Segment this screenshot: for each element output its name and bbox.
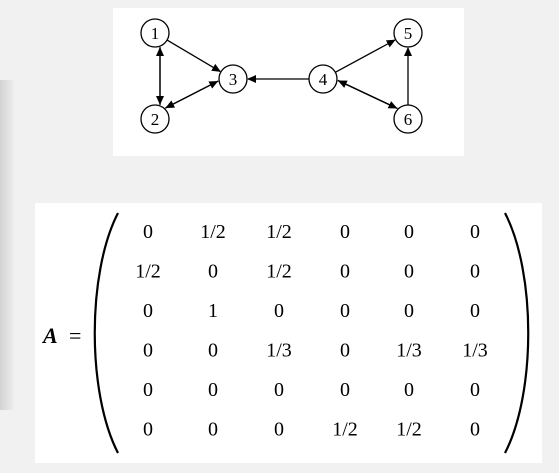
matrix-cell-r6-c2: 0	[208, 419, 218, 441]
matrix-cell-r2-c6: 0	[470, 261, 480, 283]
node-4: 4	[308, 64, 338, 94]
matrix-cell-r6-c6: 0	[470, 419, 480, 441]
node-circle	[140, 104, 170, 134]
node-label: 2	[151, 110, 160, 129]
matrix-cell-r6-c1: 0	[143, 419, 153, 441]
matrix-cell-r1-c3: 1/2	[266, 221, 292, 243]
matrix-cell-r4-c6: 1/3	[462, 340, 488, 362]
matrix-cell-r2-c4: 0	[340, 261, 350, 283]
matrix-cell-r6-c4: 1/2	[332, 419, 358, 441]
node-label: 1	[151, 24, 160, 43]
matrix-cell-r4-c5: 1/3	[396, 340, 422, 362]
node-circle	[393, 104, 423, 134]
node-5: 5	[393, 18, 423, 48]
matrix-cell-r2-c2: 0	[208, 261, 218, 283]
left-parenthesis	[93, 212, 119, 454]
edge-6-to-4	[337, 80, 398, 110]
matrix-cell-r3-c6: 0	[470, 300, 480, 322]
matrix-symbol: A	[41, 323, 58, 348]
right-parenthesis	[504, 212, 530, 454]
matrix-cell-r4-c2: 0	[208, 340, 218, 362]
left-shadow	[0, 80, 14, 410]
graph-canvas: 1 2 3 4 5 6	[140, 18, 423, 134]
matrix-cell-r1-c6: 0	[470, 221, 480, 243]
matrix-equation: A = 0 1/2 1/2 0 0 0 1/2 0 1/2 0 0 0 0 1 0 0 0 0 0 0 1/3 0 1/3 1…	[35, 203, 542, 463]
matrix-cell-r4-c1: 0	[143, 340, 153, 362]
matrix-cell-r3-c4: 0	[340, 300, 350, 322]
matrix-cell-r1-c5: 0	[404, 221, 414, 243]
matrix-cell-r5-c4: 0	[340, 379, 350, 401]
node-1: 1	[140, 18, 170, 48]
matrix-canvas: A = 0 1/2 1/2 0 0 0 1/2 0 1/2 0 0 0 0 1 0 0 0 0 0 0 1/3 0 1/3 1…	[41, 212, 530, 454]
node-label: 4	[319, 70, 328, 89]
node-label: 3	[229, 70, 238, 89]
node-2: 2	[140, 104, 170, 134]
node-label: 5	[404, 24, 413, 43]
matrix-cell-r3-c3: 0	[274, 300, 284, 322]
matrix-cell-r2-c1: 1/2	[135, 261, 161, 283]
matrix-cell-r1-c1: 0	[143, 221, 153, 243]
equals-sign: =	[69, 323, 81, 348]
matrix-cell-r5-c3: 0	[274, 379, 284, 401]
edge-3-to-2	[165, 80, 219, 109]
matrix-cell-r3-c5: 0	[404, 300, 414, 322]
matrix-cell-r3-c1: 0	[143, 300, 153, 322]
node-circle	[308, 64, 338, 94]
node-circle	[393, 18, 423, 48]
matrix-cell-r4-c4: 0	[340, 340, 350, 362]
matrix-cell-r5-c5: 0	[404, 379, 414, 401]
node-circle	[140, 18, 170, 48]
matrix-cell-r2-c3: 1/2	[266, 261, 292, 283]
node-label: 6	[404, 110, 413, 129]
edge-4-to-5	[334, 39, 396, 73]
matrix-cell-r3-c2: 1	[208, 300, 218, 322]
matrix-cell-r4-c3: 1/3	[266, 340, 292, 362]
matrix-cell-r6-c5: 1/2	[396, 419, 422, 441]
node-6: 6	[393, 104, 423, 134]
graph-diagram: 1 2 3 4 5 6	[113, 8, 464, 156]
node-circle	[218, 64, 248, 94]
matrix-cell-r1-c4: 0	[340, 221, 350, 243]
matrix-cell-r1-c2: 1/2	[200, 221, 226, 243]
matrix-cell-r6-c3: 0	[274, 419, 284, 441]
matrix-cell-r5-c2: 0	[208, 379, 218, 401]
matrix-cell-r5-c6: 0	[470, 379, 480, 401]
edge-1-to-3	[166, 39, 221, 72]
node-3: 3	[218, 64, 248, 94]
matrix-cell-r2-c5: 0	[404, 261, 414, 283]
matrix-cell-r5-c1: 0	[143, 379, 153, 401]
